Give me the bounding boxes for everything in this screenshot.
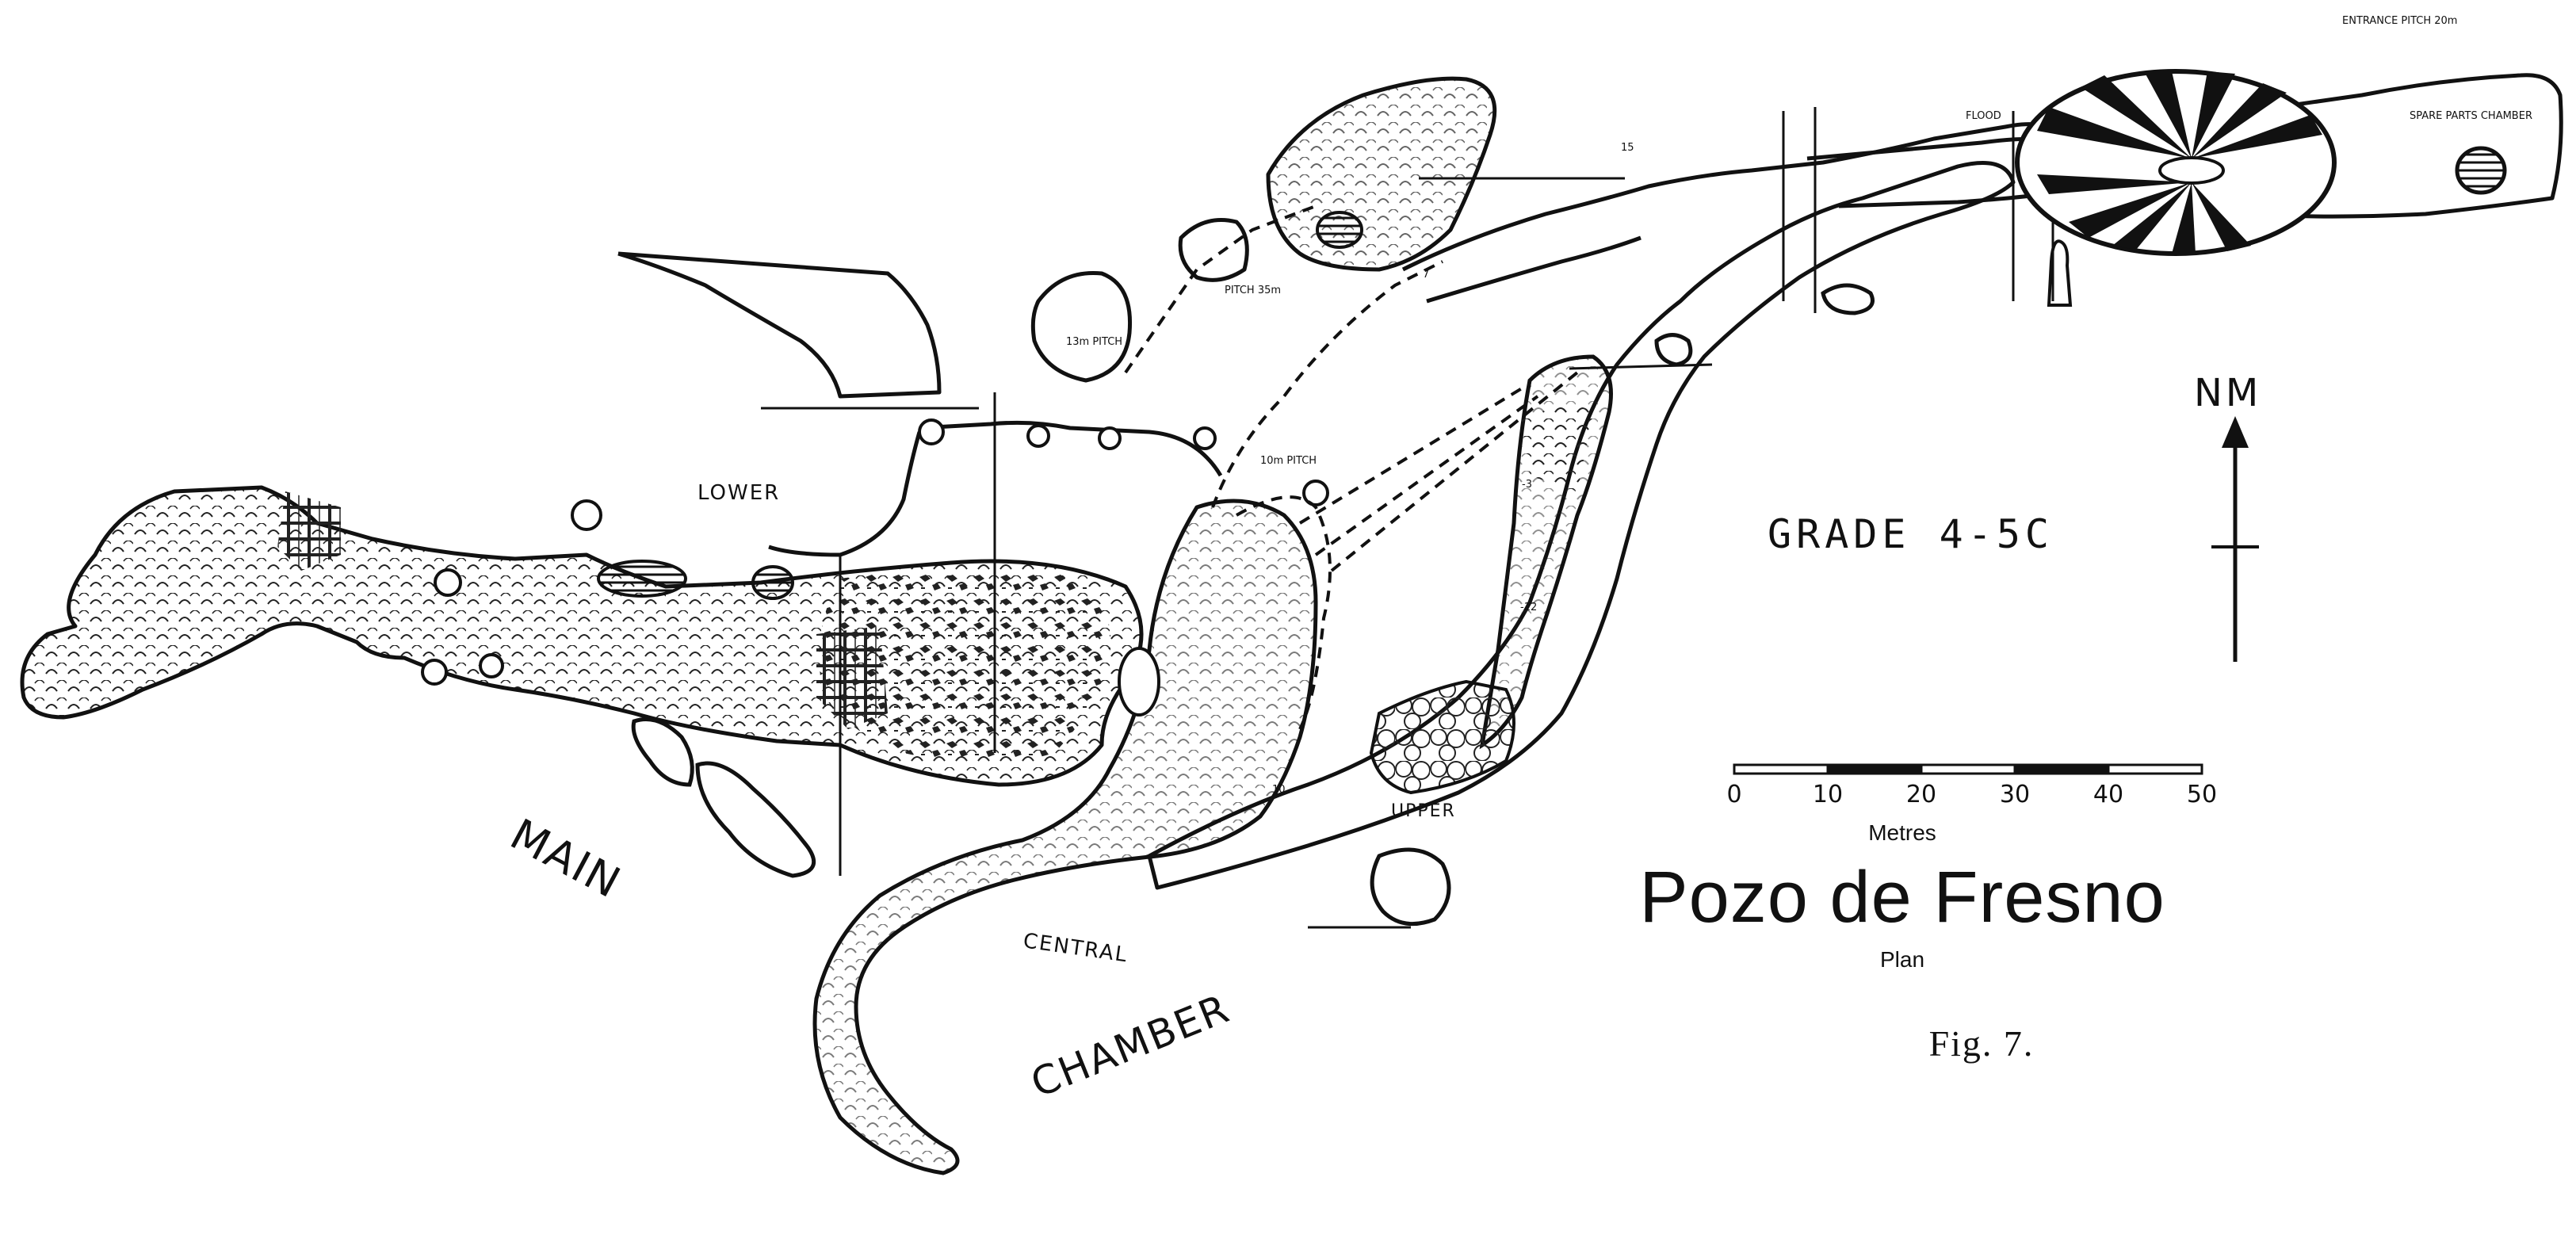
scale-tick-40: 40 — [2093, 781, 2123, 808]
passage-textures — [277, 406, 1593, 763]
label-central: CENTRAL — [1022, 929, 1129, 967]
shaft-5 — [571, 499, 602, 531]
figure-label: Fig. 7. — [1928, 1023, 2035, 1064]
map-title: Pozo de Fresno — [1639, 857, 2165, 938]
rubble-zone — [819, 567, 1111, 763]
label-depth-10: 10 — [1272, 784, 1286, 796]
survey-lines — [1124, 204, 1579, 730]
label-depth-3: -3 — [1522, 479, 1532, 491]
label-depth-7: 7 — [1423, 269, 1429, 281]
cobble-zone — [1369, 679, 1515, 795]
section-lines — [761, 107, 2054, 929]
shaft-3 — [1098, 426, 1122, 450]
scale-tick-10: 10 — [1813, 781, 1843, 808]
island-3 — [1370, 847, 1451, 927]
scale-tick-20: 20 — [1906, 781, 1936, 808]
label-pitch-35m: PITCH 35m — [1225, 285, 1281, 296]
pitch-13m-chamber — [1030, 270, 1133, 383]
shaft-2 — [1026, 424, 1050, 448]
lower-wall-line — [919, 420, 1223, 477]
label-main: MAIN — [503, 809, 629, 908]
pitch-35m-chamber — [1178, 218, 1249, 282]
label-depth-12: -12 — [1520, 602, 1537, 613]
scale-unit-label: Metres — [1868, 820, 1936, 845]
lower-wall-line-2 — [768, 431, 922, 557]
label-upper: UPPER — [1391, 801, 1456, 821]
stalagmite-icon — [2047, 239, 2073, 307]
pool-west — [597, 560, 687, 598]
grade-label: GRADE 4-5C — [1768, 511, 2054, 557]
upper-passage-outline — [1401, 122, 2062, 272]
scale-bar-icon — [1733, 763, 2203, 775]
label-pitch-13m: 13m PITCH — [1066, 336, 1122, 348]
shaft-4 — [1193, 426, 1217, 450]
label-entrance-pitch: ENTRANCE PITCH 20m — [2342, 15, 2457, 27]
scale-tick-50: 50 — [2187, 781, 2217, 808]
scallop-zone-upper — [1522, 406, 1593, 491]
spare-parts-dome — [2455, 146, 2507, 195]
island-1 — [631, 717, 694, 787]
scale-tick-30: 30 — [2000, 781, 2030, 808]
scale-tick-0: 0 — [1726, 781, 1741, 808]
north-chamber-outline — [1266, 76, 1497, 272]
pools — [597, 211, 1363, 600]
scale-ticks: 0 10 20 30 40 50 — [1726, 781, 2217, 808]
block-zone-central — [816, 626, 888, 729]
label-depth-15: 15 — [1621, 142, 1634, 154]
pool-north — [1316, 211, 1363, 249]
label-spare-parts: SPARE PARTS CHAMBER — [2410, 110, 2532, 122]
block-zone-west — [277, 491, 341, 571]
shaft-8 — [479, 653, 504, 678]
shafts — [421, 418, 1329, 717]
boulder-2 — [1654, 333, 1693, 367]
label-chamber: CHAMBER — [1025, 985, 1236, 1106]
entrance-shaft-icon — [2015, 69, 2337, 256]
north-arrow-icon — [2211, 416, 2259, 662]
north-label: NM — [2194, 371, 2262, 415]
map-subtitle: Plan — [1879, 947, 1925, 972]
pool-central — [751, 565, 794, 600]
island-2 — [695, 761, 816, 878]
label-flood: FLOOD — [1966, 110, 2001, 122]
pitch-10m-shaft — [1302, 480, 1329, 506]
label-pitch-10m: 10m PITCH — [1260, 455, 1317, 467]
northern-lobe-outline — [617, 251, 942, 399]
shaft-6 — [434, 568, 462, 597]
shaft-7 — [421, 659, 448, 686]
label-lower: LOWER — [698, 481, 780, 505]
shaft-1 — [918, 418, 945, 445]
central-sump — [1118, 647, 1160, 717]
upper-passage-lower-wall — [1426, 235, 1642, 304]
boulder-1 — [1821, 283, 1875, 315]
islands — [631, 146, 2507, 927]
main-chamber-outline — [812, 499, 1318, 1175]
